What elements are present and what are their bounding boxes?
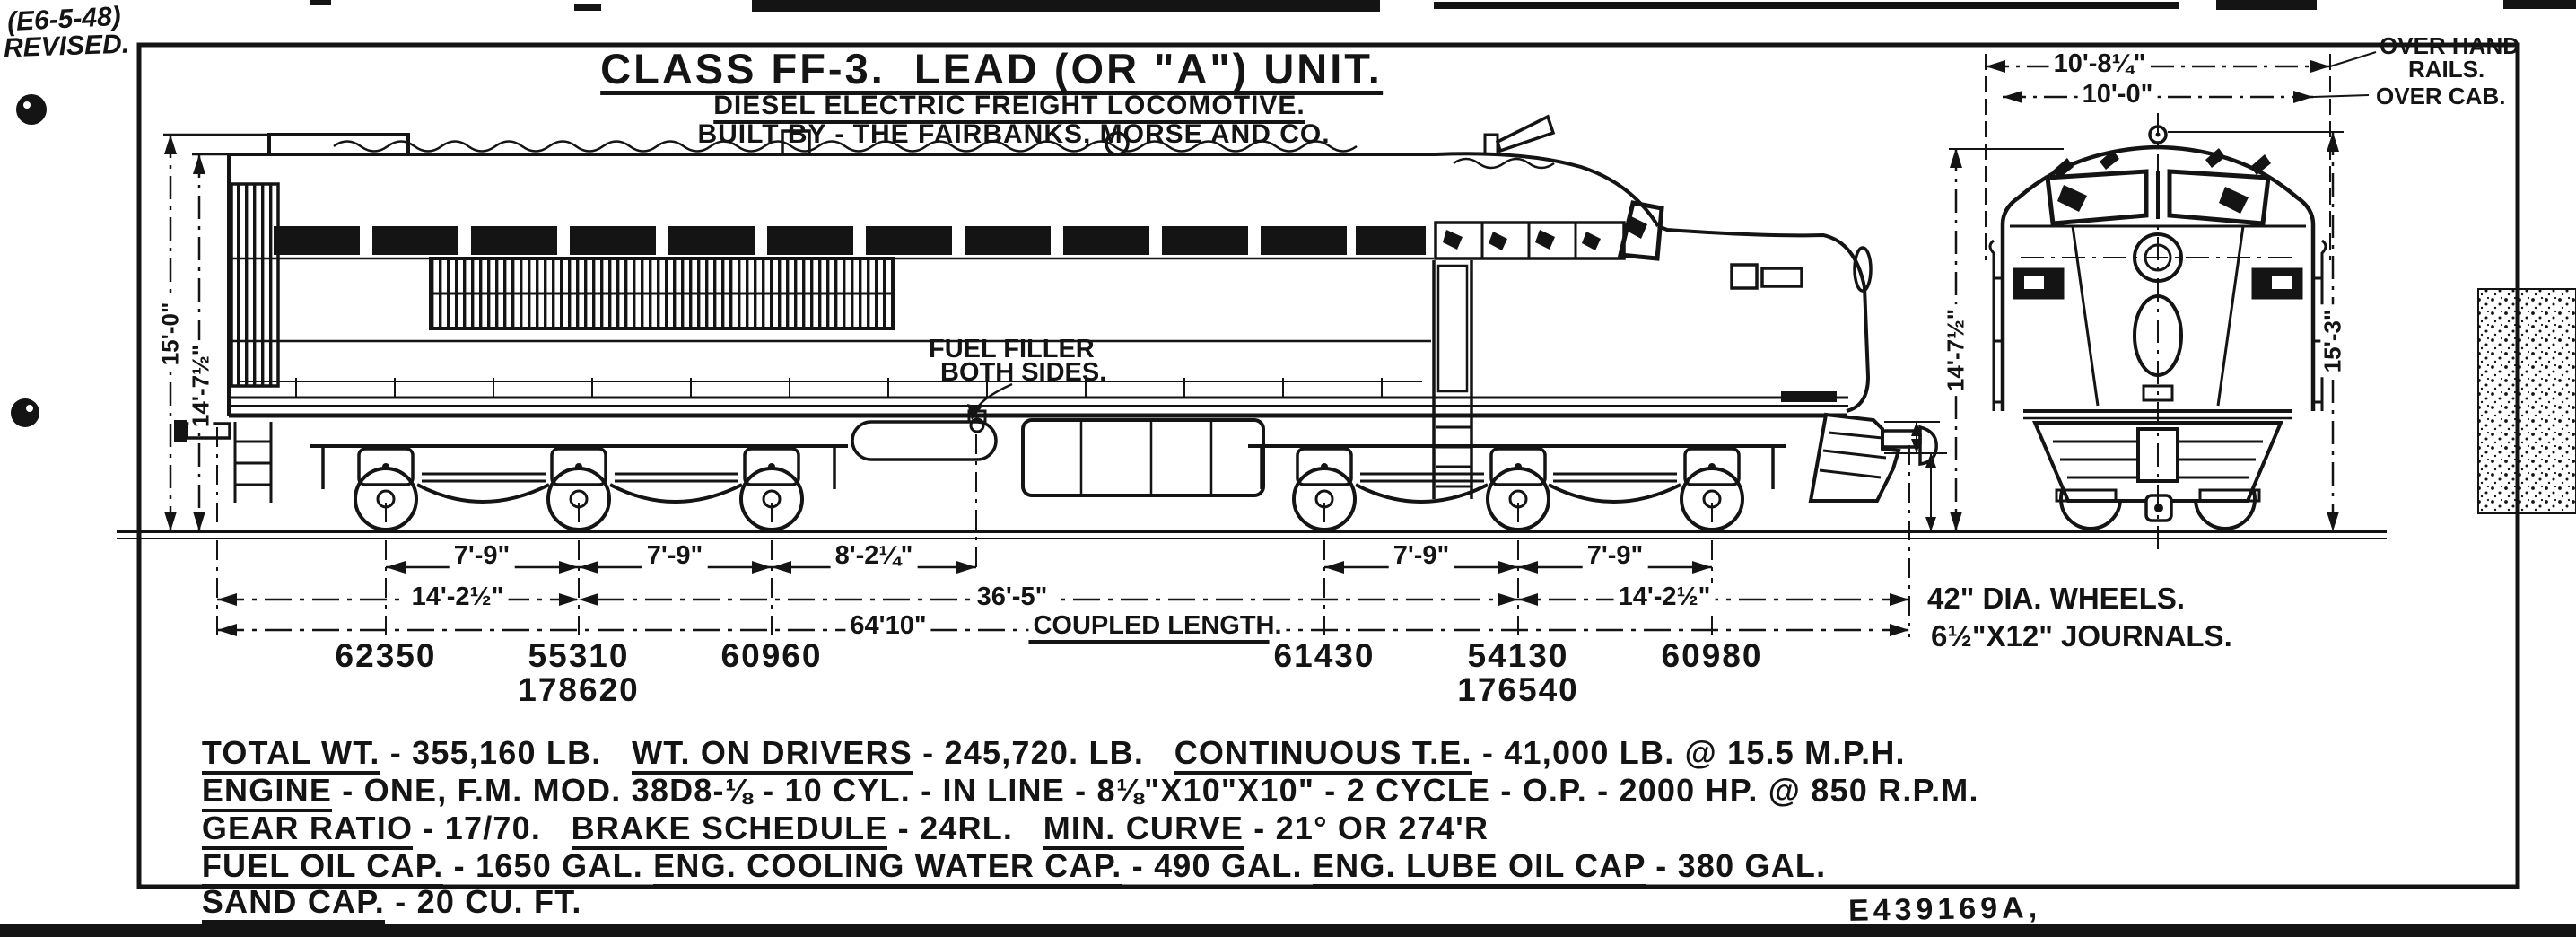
span-dim-right: 14'-2½": [1613, 583, 1716, 610]
spec-line-4: FUEL OIL CAP. - 1650 GAL. ENG. COOLING W…: [162, 815, 1826, 916]
axle-dim-3: 8'-2¼": [830, 542, 918, 569]
journal-note: 6½"X12" JOURNALS.: [1931, 619, 2232, 652]
drawing-number: E439169A,: [1847, 890, 2042, 928]
height-dim-14-7: 14'-7½": [187, 339, 214, 433]
roof-vent: [1105, 131, 1130, 156]
front-width-dim-outer: 10'-8¼": [2048, 50, 2151, 77]
drawing-title: CLASS FF-3. LEAD (OR "A") UNIT.: [600, 47, 1383, 96]
axle-dim-4: 7'-9": [1388, 542, 1454, 569]
side-view-drawing: [117, 114, 2387, 539]
truck-weight-rear: 176540: [1453, 672, 1584, 708]
roof-grab-irons: [2053, 148, 2271, 179]
over-cab-label: OVER CAB.: [2376, 83, 2506, 109]
rear-coupler: [174, 420, 273, 503]
spec-line-5: SAND CAP. - 20 CU. FT.: [162, 851, 582, 937]
horn-icon: [1483, 114, 1556, 156]
windshield: [1617, 200, 1664, 261]
builder-line: BUILT BY - THE FAIRBANKS, MORSE AND CO.: [697, 119, 1331, 149]
cab-windows: [1434, 221, 1626, 260]
truck-weight-front: 178620: [513, 672, 644, 708]
span-dim-left: 14'-2½": [406, 583, 509, 610]
axle-dim-2: 7'-9": [642, 542, 708, 569]
drawing-subtitle: DIESEL ELECTRIC FREIGHT LOCOMOTIVE.: [713, 92, 1305, 124]
front-view-drawing: [1988, 113, 2327, 556]
spec-line-1: TOTAL WT. - 355,160 LB. WT. ON DRIVERS -…: [162, 702, 1906, 803]
nose-profile: [1657, 224, 1871, 413]
air-reservoir: [851, 420, 998, 461]
axle-weight-6: 60980: [1656, 638, 1768, 674]
front-pilot: [1808, 412, 1938, 503]
revision-note: REVISED.: [3, 29, 130, 64]
fuel-filler: [967, 382, 1013, 433]
axle-dim-1: 7'-9": [449, 542, 515, 569]
front-width-dim-inner: 10'-0": [2077, 81, 2158, 108]
over-hand-rails-label-1: OVER HAND: [2380, 32, 2520, 59]
louver-band: [274, 226, 1426, 255]
wheel-note: 42" DIA. WHEELS.: [1927, 582, 2186, 615]
coupled-length-value: 64'10": [845, 612, 931, 639]
axle-weight-1: 62350: [330, 638, 441, 674]
fuel-filler-callout-line1: FUEL FILLER: [929, 335, 1095, 363]
front-handrails: [1988, 239, 2327, 411]
front-height-dim-left: 14'-7½": [1942, 303, 1969, 397]
spec-line-3: GEAR RATIO - 17/70. BRAKE SCHEDULE - 24R…: [162, 777, 1489, 879]
punch-hole-top: [16, 94, 47, 125]
span-dim-center: 36'-5": [972, 583, 1052, 610]
rear-grille: [230, 182, 280, 388]
axle-weight-2: 55310: [523, 638, 634, 674]
fuel-tank: [1021, 418, 1265, 497]
axle-dim-5: 7'-9": [1582, 542, 1648, 569]
right-truck: [1248, 444, 1786, 531]
over-hand-rails-label-2: RAILS.: [2408, 56, 2485, 83]
nose-latch: [1730, 263, 1759, 290]
fuel-filler-callout-line2: BOTH SIDES.: [940, 358, 1107, 387]
drawing-border: [136, 42, 2520, 889]
stipple-patch: [2477, 288, 2576, 514]
exhaust-stack: [781, 129, 811, 156]
punch-hole-bottom: [11, 398, 39, 427]
axle-weight-3: 60960: [716, 638, 827, 674]
axle-weight-4: 61430: [1269, 638, 1380, 674]
cab-roof: [1435, 152, 1660, 228]
spec-line-2: ENGINE - ONE, F.M. MOD. 38D8-⅛ - 10 CYL.…: [162, 740, 1979, 841]
nose-headlight: [1853, 246, 1873, 293]
axle-weight-5: 54130: [1463, 638, 1574, 674]
cab-door: [1432, 260, 1473, 499]
front-height-dim-right: 15'-3": [2318, 304, 2345, 378]
height-dim-15-0: 15'-0": [156, 297, 183, 371]
coupled-length-label: COUPLED LENGTH.: [1028, 612, 1287, 644]
